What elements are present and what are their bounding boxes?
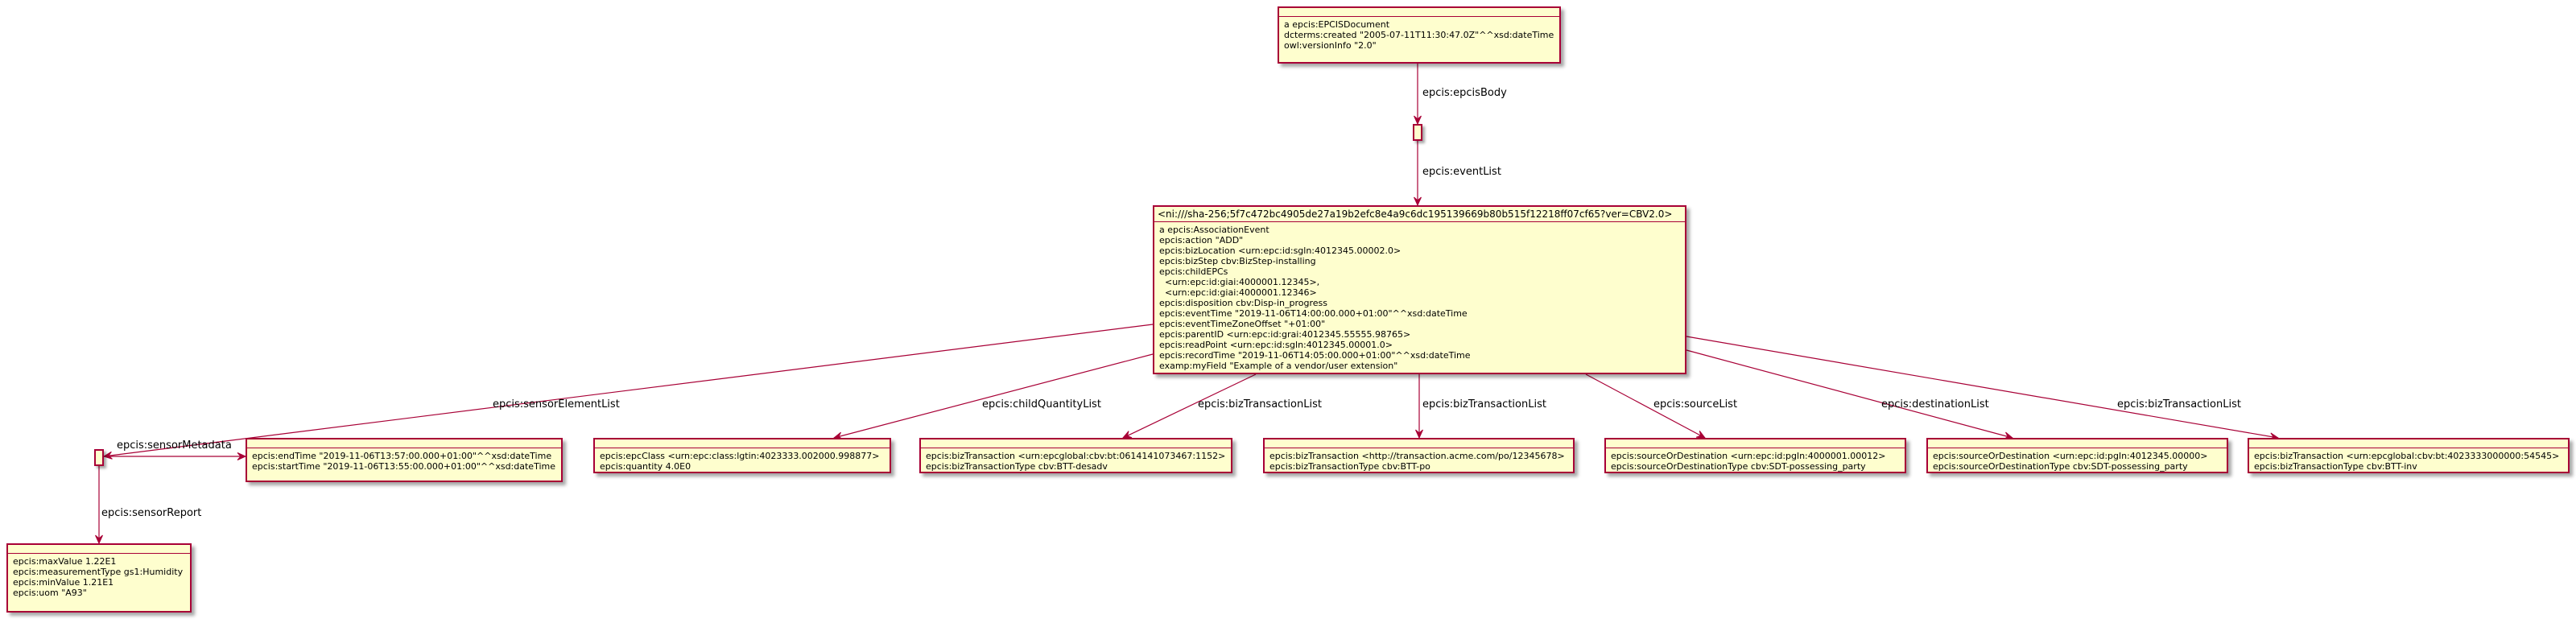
node-line: epcis:startTime "2019-11-06T13:55:00.000… [252, 461, 555, 472]
node-child-quantity: epcis:epcClass <urn:epc:class:lgtin:4023… [593, 438, 891, 473]
edge-line [1686, 336, 2279, 439]
edge-label-source-list: epcis:sourceList [1653, 398, 1738, 411]
edge-label-epcis-body: epcis:epcisBody [1422, 87, 1507, 99]
node-line: epcis:sourceOrDestination <urn:epc:id:pg… [1611, 451, 1886, 461]
node-sensor-time: epcis:endTime "2019-11-06T13:57:00.000+0… [246, 438, 563, 482]
edge-label-event-list: epcis:eventList [1422, 166, 1501, 178]
node-line: epcis:bizTransaction <http://transaction… [1269, 451, 1565, 461]
node-line: epcis:bizLocation <urn:epc:id:sgln:40123… [1159, 245, 1402, 256]
node-line: epcis:bizStep cbv:BizStep-installing [1159, 256, 1316, 266]
node-line: epcis:childEPCs [1159, 266, 1228, 277]
node-header [247, 439, 561, 448]
node-line: examp:myField "Example of a vendor/user … [1159, 361, 1398, 371]
node-line: owl:versionInfo "2.0" [1284, 40, 1377, 51]
arrowhead-icon [1415, 429, 1423, 439]
node-line: epcis:quantity 4.0E0 [600, 461, 691, 472]
node-source: epcis:sourceOrDestination <urn:epc:id:pg… [1604, 438, 1906, 473]
node-biz-transaction-desadv: epcis:bizTransaction <urn:epcglobal:cbv:… [919, 438, 1232, 473]
arrowhead-icon [1695, 431, 1707, 439]
node-biz-transaction-inv: epcis:bizTransaction <urn:epcglobal:cbv:… [2248, 438, 2570, 473]
edge-line [1686, 349, 2013, 439]
arrowhead-icon [237, 452, 247, 460]
node-header [921, 439, 1231, 448]
node-line: epcis:measurementType gs1:Humidity [13, 567, 184, 577]
edge-label-sensor-metadata: epcis:sensorMetadata [117, 439, 232, 452]
edge-label-destination-list: epcis:destinationList [1881, 398, 1989, 411]
node-header [8, 545, 190, 554]
node-line: epcis:bizTransactionType cbv:BTT-desadv [926, 461, 1108, 472]
node-body: epcis:sourceOrDestination <urn:epc:id:pg… [1606, 448, 1905, 474]
node-line: epcis:eventTimeZoneOffset "+01:00" [1159, 319, 1326, 329]
node-line: <urn:epc:id:giai:4000001.12346> [1159, 287, 1317, 298]
node-header [2249, 439, 2568, 448]
arrowhead-icon [1414, 196, 1422, 207]
node-line: a epcis:EPCISDocument [1284, 19, 1390, 30]
node-line: epcis:sourceOrDestination <urn:epc:id:pg… [1933, 451, 2208, 461]
arrowhead-icon [1414, 115, 1422, 126]
node-body: epcis:bizTransaction <urn:epcglobal:cbv:… [2249, 448, 2568, 474]
blank-node-sensor-element [94, 449, 104, 466]
node-header [1265, 439, 1573, 448]
node-body: epcis:bizTransaction <http://transaction… [1265, 448, 1573, 474]
node-line: epcis:disposition cbv:Disp-in_progress [1159, 298, 1327, 308]
node-association-event: <ni:///sha-256;5f7c472bc4905de27a19b2efc… [1153, 205, 1686, 374]
node-header [595, 439, 890, 448]
node-line: epcis:sourceOrDestinationType cbv:SDT-po… [1611, 461, 1866, 472]
blank-node-body [1413, 124, 1422, 141]
node-line: epcis:epcClass <urn:epc:class:lgtin:4023… [600, 451, 880, 461]
node-body: epcis:sourceOrDestination <urn:epc:id:pg… [1928, 448, 2227, 474]
node-line: epcis:maxValue 1.22E1 [13, 556, 117, 567]
node-header [1606, 439, 1905, 448]
node-line: epcis:uom "A93" [13, 588, 87, 598]
edge-line [1122, 373, 1257, 439]
edge-line [103, 324, 1154, 457]
node-line: epcis:bizTransaction <urn:epcglobal:cbv:… [926, 451, 1226, 461]
node-line: a epcis:AssociationEvent [1159, 225, 1269, 235]
node-line: epcis:endTime "2019-11-06T13:57:00.000+0… [252, 451, 552, 461]
edge-label-biz-transaction-list-1: epcis:bizTransactionList [1198, 398, 1322, 411]
arrowhead-icon [1121, 431, 1133, 439]
edge-line [1585, 373, 1706, 439]
node-line: epcis:bizTransactionType cbv:BTT-inv [2254, 461, 2417, 472]
node-line: epcis:eventTime "2019-11-06T14:00:00.000… [1159, 308, 1468, 319]
edge-label-child-quantity-list: epcis:childQuantityList [982, 398, 1101, 411]
node-line: dcterms:created "2005-07-11T11:30:47.0Z"… [1284, 30, 1554, 40]
edge-label-sensor-report: epcis:sensorReport [101, 507, 202, 519]
node-line: epcis:minValue 1.21E1 [13, 577, 114, 588]
edge-line [833, 353, 1154, 439]
node-line: epcis:bizTransaction <urn:epcglobal:cbv:… [2254, 451, 2560, 461]
node-header: <ni:///sha-256;5f7c472bc4905de27a19b2efc… [1154, 207, 1685, 222]
node-body: epcis:endTime "2019-11-06T13:57:00.000+0… [247, 448, 561, 474]
node-body: epcis:bizTransaction <urn:epcglobal:cbv:… [921, 448, 1231, 474]
node-line: epcis:recordTime "2019-11-06T14:05:00.00… [1159, 350, 1471, 361]
edge-label-biz-transaction-list-2: epcis:bizTransactionList [1422, 398, 1546, 411]
node-line: epcis:readPoint <urn:epc:id:sgln:4012345… [1159, 340, 1393, 350]
node-header [1279, 8, 1559, 17]
node-line: <urn:epc:id:giai:4000001.12345>, [1159, 277, 1320, 287]
node-header [1928, 439, 2227, 448]
arrowhead-icon [95, 534, 103, 545]
node-body: epcis:epcClass <urn:epc:class:lgtin:4023… [595, 448, 890, 474]
edge-label-biz-transaction-list-3: epcis:bizTransactionList [2117, 398, 2241, 411]
node-line: epcis:bizTransactionType cbv:BTT-po [1269, 461, 1430, 472]
node-biz-transaction-po: epcis:bizTransaction <http://transaction… [1263, 438, 1575, 473]
node-destination: epcis:sourceOrDestination <urn:epc:id:pg… [1926, 438, 2228, 473]
node-line: epcis:parentID <urn:epc:id:grai:4012345.… [1159, 329, 1411, 340]
edge-label-sensor-element-list: epcis:sensorElementList [493, 398, 620, 411]
node-line: epcis:action "ADD" [1159, 235, 1244, 245]
node-line: epcis:sourceOrDestinationType cbv:SDT-po… [1933, 461, 2188, 472]
arrowhead-icon [102, 451, 113, 460]
